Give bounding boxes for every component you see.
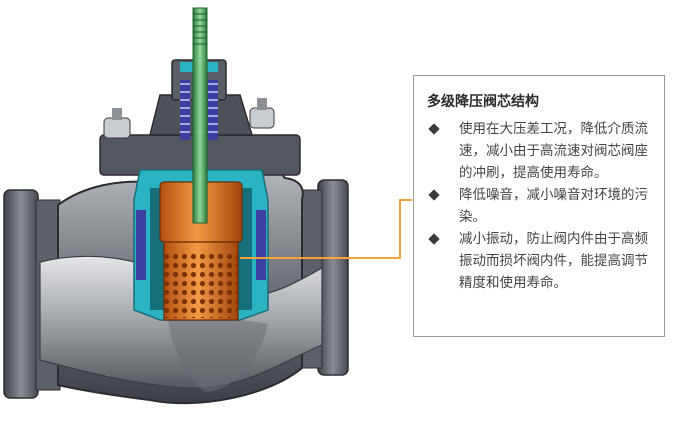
valve-stem: [192, 7, 208, 224]
panel-title: 多级降压阀芯结构: [427, 94, 539, 110]
diamond-icon: [428, 233, 440, 245]
callout-line: [240, 199, 412, 259]
feature-info-panel: 多级降压阀芯结构 使用在大压差工况，降低介质流速，减小由于高流速对阀芯阀座的冲刷…: [413, 75, 665, 337]
diamond-icon: [428, 189, 440, 201]
seat-shadow: [168, 318, 268, 392]
list-item: 使用在大压差工况，降低介质流速，减小由于高流速对阀芯阀座的冲刷，提高使用寿命。: [427, 118, 654, 184]
list-item-text: 减小振动，防止阀内件由于高频振动而损坏阀内件，能提高调节精度和使用寿命。: [459, 231, 648, 291]
diamond-icon: [428, 123, 440, 135]
bonnet-bolts: [103, 98, 275, 139]
list-item: 减小振动，防止阀内件由于高频振动而损坏阀内件，能提高调节精度和使用寿命。: [427, 228, 654, 294]
packing-springs: [180, 80, 218, 140]
feature-list: 使用在大压差工况，降低介质流速，减小由于高流速对阀芯阀座的冲刷，提高使用寿命。 …: [427, 118, 654, 294]
stem-thread: [193, 13, 207, 45]
cage-seals: [136, 210, 266, 280]
list-item-text: 使用在大压差工况，降低介质流速，减小由于高流速对阀芯阀座的冲刷，提高使用寿命。: [459, 121, 648, 181]
list-item: 降低噪音，减小噪音对环境的污染。: [427, 184, 654, 228]
list-item-text: 降低噪音，减小噪音对环境的污染。: [459, 187, 648, 225]
